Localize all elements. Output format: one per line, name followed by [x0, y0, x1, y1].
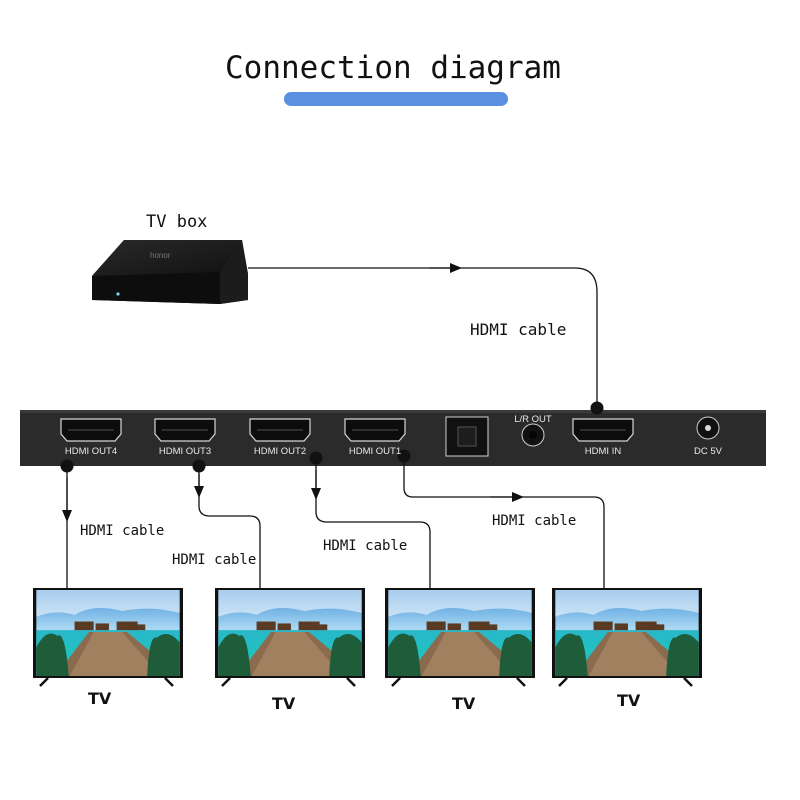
out2-cable: [311, 458, 431, 590]
tv-label-1: TV: [88, 689, 112, 708]
out4-cable-label: HDMI cable: [80, 523, 165, 539]
port-label-out3: HDMI OUT3: [158, 446, 212, 457]
port-label-in: HDMI IN: [584, 446, 622, 457]
port-label-out2: HDMI OUT2: [253, 446, 307, 457]
out1-cable: [403, 456, 605, 590]
input-cable: [248, 263, 598, 408]
optical-port: [445, 416, 489, 457]
out2-cable-label: HDMI cable: [323, 538, 408, 554]
port-label-out4: HDMI OUT4: [64, 446, 118, 457]
tv-label-3: TV: [452, 694, 476, 713]
port-label-dc: DC 5V: [694, 446, 722, 457]
tv-box-device: honor: [92, 240, 248, 304]
tv-2: [215, 588, 365, 687]
out3-cable-label: HDMI cable: [172, 552, 257, 568]
tv-1: [33, 588, 183, 687]
port-label-lr: L/R OUT: [514, 414, 552, 425]
tv-3: [385, 588, 535, 687]
tv-label-4: TV: [617, 691, 641, 710]
tv-label-2: TV: [272, 694, 296, 713]
tv-box-brand: honor: [150, 251, 171, 260]
tv-4: [552, 588, 702, 687]
out3-cable: [194, 466, 261, 590]
tv-box-label: TV box: [146, 212, 208, 232]
port-label-out1: HDMI OUT1: [348, 446, 402, 457]
lr-out-jack: [521, 423, 545, 447]
diagram-title: Connection diagram: [225, 50, 561, 86]
input-cable-label: HDMI cable: [470, 320, 567, 339]
title-underline: [284, 92, 508, 106]
out1-cable-label: HDMI cable: [492, 513, 577, 529]
dc-jack: [696, 416, 720, 440]
